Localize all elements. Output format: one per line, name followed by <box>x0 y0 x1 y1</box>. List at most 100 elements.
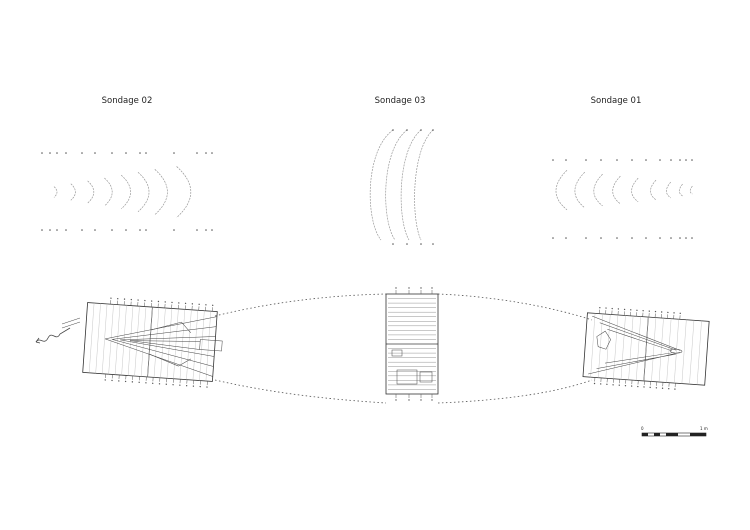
scale-bar-end-label: 1 m <box>700 426 708 431</box>
grid-line <box>121 305 127 376</box>
survey-point-marker <box>679 159 681 161</box>
survey-point-marker <box>125 229 127 231</box>
survey-point-marker <box>173 152 175 154</box>
station-marker <box>420 399 422 401</box>
station-marker <box>655 387 658 389</box>
grid-line <box>651 317 657 382</box>
survey-point-marker <box>211 229 213 231</box>
station-marker <box>144 299 146 302</box>
survey-point-marker <box>432 129 434 131</box>
grid-line <box>666 318 672 383</box>
grid-line <box>114 304 121 375</box>
grid-line <box>658 318 664 383</box>
survey-point-marker <box>616 237 618 239</box>
survey-point-marker <box>420 243 422 245</box>
survey-point-marker <box>691 159 693 161</box>
survey-point-marker <box>659 159 661 161</box>
profile-curve <box>555 169 568 211</box>
survey-point-marker <box>631 159 633 161</box>
station-marker <box>431 399 433 401</box>
station-marker <box>212 304 214 306</box>
scale-bar-start-label: 0 <box>641 426 644 431</box>
station-marker <box>184 302 187 305</box>
grid-line <box>590 313 596 378</box>
section-profiles-sondage-03 <box>369 129 434 245</box>
grid-line <box>199 310 205 381</box>
station-marker <box>668 387 670 390</box>
survey-point-marker <box>685 237 687 239</box>
station-marker <box>104 379 106 381</box>
profile-curve <box>400 129 422 241</box>
survey-point-marker <box>392 129 394 131</box>
grid-line <box>101 303 108 374</box>
survey-point-marker <box>81 229 83 231</box>
station-marker <box>673 312 675 314</box>
station-marker <box>661 387 664 389</box>
station-marker <box>130 298 133 301</box>
grid-line <box>134 306 140 377</box>
grid-line <box>205 311 211 382</box>
station-marker <box>171 301 173 304</box>
survey-point-marker <box>616 159 618 161</box>
station-marker <box>431 287 433 289</box>
station-marker <box>612 384 614 386</box>
survey-point-marker <box>196 152 198 154</box>
station-marker <box>199 385 201 388</box>
station-marker <box>110 297 112 299</box>
grid-line <box>173 308 179 379</box>
station-marker <box>205 304 207 306</box>
survey-point-marker <box>65 229 67 231</box>
station-marker <box>117 297 119 300</box>
station-marker <box>395 399 397 401</box>
profile-curve <box>87 180 95 204</box>
station-marker <box>637 385 639 388</box>
plan-sondage-02 <box>82 297 223 388</box>
grid-line <box>108 304 114 375</box>
grid-line <box>605 314 611 379</box>
station-marker <box>679 312 681 314</box>
grid-line <box>597 313 603 378</box>
profile-curve <box>53 186 58 198</box>
station-marker <box>630 309 632 311</box>
station-marker <box>191 303 194 305</box>
survey-point-marker <box>41 152 43 154</box>
station-marker <box>606 383 608 386</box>
station-marker <box>643 386 645 388</box>
survey-point-marker <box>420 129 422 131</box>
grid-line <box>636 316 641 381</box>
survey-point-marker <box>139 152 141 154</box>
survey-point-marker <box>94 229 96 231</box>
survey-point-marker <box>49 229 51 231</box>
profile-curve <box>593 173 603 207</box>
survey-point-marker <box>111 152 113 154</box>
grid-line <box>147 307 153 377</box>
station-marker <box>408 399 410 401</box>
survey-point-marker <box>552 237 554 239</box>
survey-point-marker <box>196 229 198 231</box>
station-marker <box>674 388 676 390</box>
station-marker <box>642 310 644 312</box>
station-marker <box>158 383 161 385</box>
station-marker <box>131 381 134 383</box>
survey-point-marker <box>205 229 207 231</box>
grid-line <box>628 316 634 380</box>
profile-curve <box>137 171 150 213</box>
section-profiles-sondage-02 <box>41 152 213 231</box>
survey-point-marker <box>600 237 602 239</box>
station-marker <box>164 301 166 303</box>
profile-curve <box>574 171 586 209</box>
plan-sondage-03 <box>385 287 439 401</box>
survey-point-marker <box>139 229 141 231</box>
grid-line <box>620 315 626 380</box>
station-marker <box>138 381 140 384</box>
grid-line <box>186 309 192 380</box>
survey-point-marker <box>125 152 127 154</box>
profile-curve <box>689 185 693 195</box>
survey-point-marker <box>645 237 647 239</box>
survey-point-marker <box>49 152 51 154</box>
station-marker <box>611 307 613 310</box>
survey-point-marker <box>211 152 213 154</box>
station-marker <box>111 379 113 382</box>
